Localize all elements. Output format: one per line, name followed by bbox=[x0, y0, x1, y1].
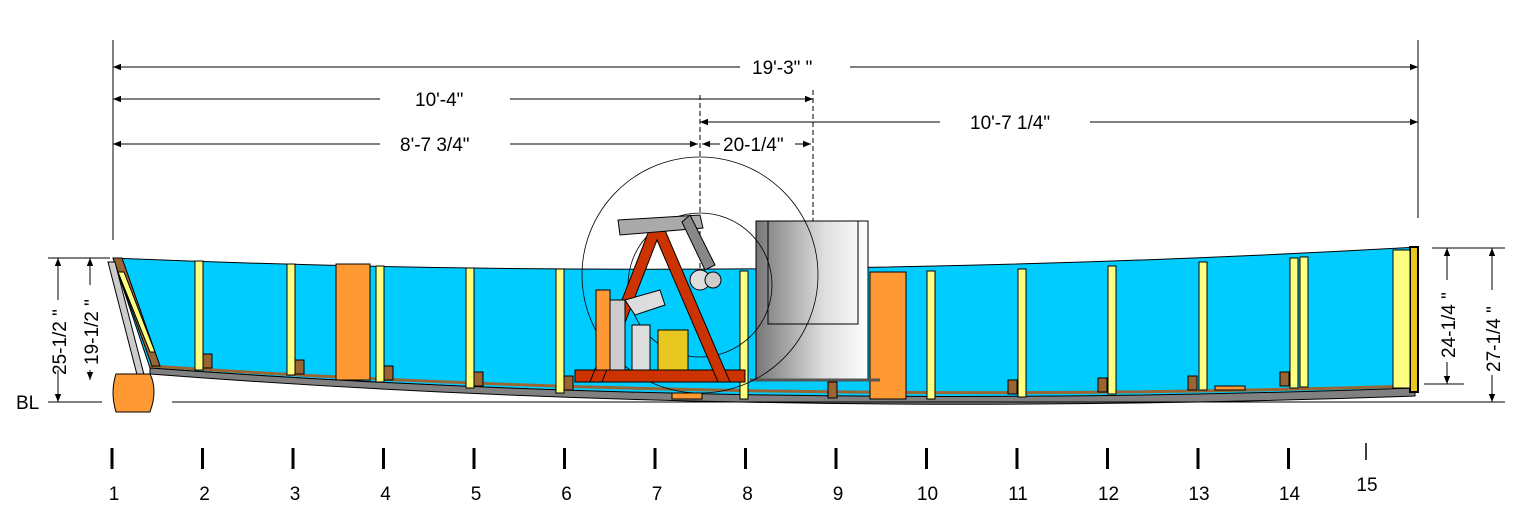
station-label: 8 bbox=[742, 484, 753, 505]
baseline-label: BL bbox=[16, 393, 39, 414]
station-label: 13 bbox=[1188, 484, 1209, 505]
dimension-label-stern-outer: 27-1/4 " bbox=[1484, 306, 1505, 372]
dimension-label-bow-inner: 19-1/2 " bbox=[82, 299, 103, 365]
dimension-label-overall: 19'-3" " bbox=[752, 58, 812, 79]
bulkhead-fore bbox=[335, 263, 371, 381]
dimension-label-between: 20-1/4" bbox=[723, 135, 784, 156]
station-label: 15 bbox=[1356, 475, 1377, 496]
station-label: 9 bbox=[833, 484, 844, 505]
station-label: 14 bbox=[1279, 484, 1301, 505]
station-label: 11 bbox=[1008, 484, 1028, 505]
station-label: 1 bbox=[109, 484, 120, 505]
station-label: 6 bbox=[561, 484, 572, 505]
station-label: 5 bbox=[471, 484, 482, 505]
dimension-label-bow-outer: 25-1/2 " bbox=[50, 309, 71, 375]
dimension-label-8-7: 8'-7 3/4" bbox=[400, 135, 470, 156]
dimension-label-stern-inner: 24-1/4 " bbox=[1439, 292, 1460, 358]
floor-blocks bbox=[202, 353, 1290, 399]
engine-assembly bbox=[574, 156, 819, 400]
dimension-aft: 10'-7 1/4" bbox=[700, 113, 1418, 134]
dimension-overall: 19'-3" " bbox=[113, 58, 1418, 79]
tank bbox=[750, 220, 880, 382]
station-label: 7 bbox=[652, 484, 663, 505]
orange-bulkheads bbox=[112, 263, 907, 413]
station-label: 4 bbox=[380, 484, 391, 505]
station-label: 10 bbox=[917, 484, 938, 505]
bulkhead-aft bbox=[869, 271, 907, 400]
hull-frames bbox=[194, 256, 1309, 400]
dimension-10-4: 10'-4" bbox=[113, 90, 813, 111]
station-label: 3 bbox=[290, 484, 301, 505]
dimension-8-7: 8'-7 3/4" 20-1/4" bbox=[113, 135, 811, 156]
dimension-label-10-4: 10'-4" bbox=[415, 90, 463, 111]
dimension-label-aft: 10'-7 1/4" bbox=[970, 113, 1050, 134]
dimension-stern-heights: 24-1/4 " 27-1/4 " bbox=[1418, 247, 1505, 403]
keel-block bbox=[112, 373, 155, 413]
station-label: 12 bbox=[1098, 484, 1119, 505]
station-label: 2 bbox=[199, 484, 210, 505]
dimension-bow-heights: 25-1/2 " 19-1/2 " BL bbox=[16, 257, 1418, 414]
